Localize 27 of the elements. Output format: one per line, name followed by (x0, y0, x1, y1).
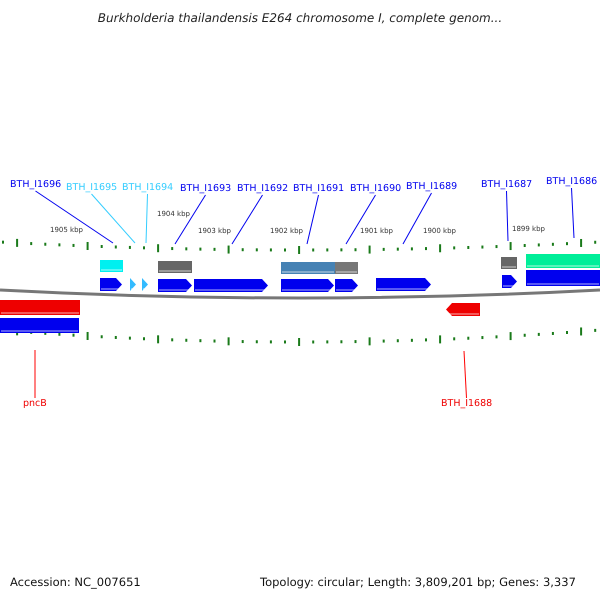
leader-line (34, 350, 36, 398)
footer-text: Accession: NC_007651 (10, 577, 141, 588)
gene-label: BTH_I1696 (10, 180, 62, 190)
leader-line (464, 350, 467, 398)
gene-label: BTH_I1689 (406, 182, 458, 192)
gene-label: BTH_I1691 (293, 184, 344, 194)
leader-line (146, 194, 148, 244)
leader-line (571, 188, 574, 238)
gene-label: BTH_I1692 (237, 184, 288, 194)
leader-line (402, 192, 432, 244)
leader-line (232, 194, 263, 244)
title: Burkholderia thailandensis E264 chromosome I, complete genom... (96, 12, 504, 24)
gene-label: BTH_I1686 (546, 177, 598, 186)
gene-label: BTH_I1694 (122, 183, 174, 192)
leader-line (346, 194, 376, 244)
gene-label: BTH_I1687 (481, 180, 532, 190)
gene-label: pncB (23, 399, 47, 408)
gene-label: BTH_I1690 (350, 184, 402, 194)
footer-text: Topology: circular; Length: 3,809,201 bp; Genes: 3,337 (260, 577, 576, 588)
gene-label: BTH_I1693 (180, 184, 232, 194)
leader-line (35, 190, 114, 244)
leader-line (91, 194, 136, 244)
gene-label: BTH_I1695 (66, 183, 118, 192)
leader-line (506, 190, 508, 242)
leader-line (306, 194, 319, 244)
gene-label: BTH_I1688 (441, 399, 492, 408)
leader-line (174, 194, 206, 244)
